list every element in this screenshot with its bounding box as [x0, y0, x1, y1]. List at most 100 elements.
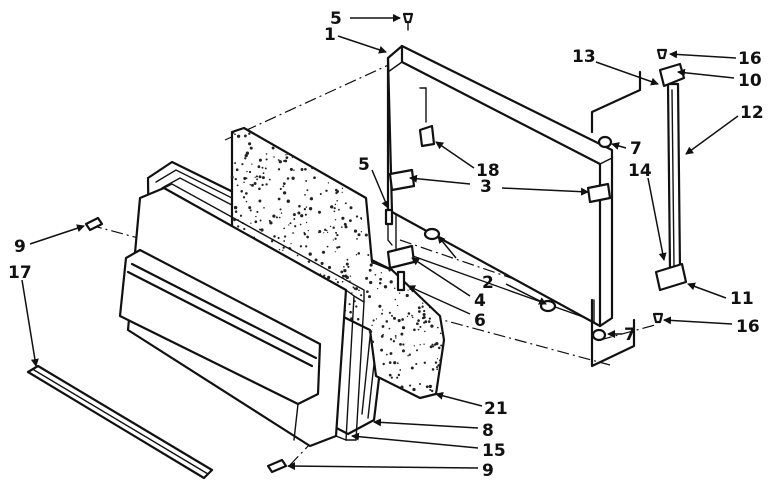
speck — [388, 373, 392, 377]
hinge-bracket-top-icon — [658, 62, 686, 88]
speck — [376, 287, 379, 290]
speck — [397, 319, 401, 323]
screw-icon — [402, 12, 414, 24]
speck — [381, 325, 385, 328]
speck — [429, 345, 433, 349]
speck — [393, 361, 397, 365]
speck — [250, 222, 252, 224]
speck — [303, 232, 307, 236]
speck — [381, 309, 384, 311]
speck — [273, 235, 276, 238]
speck — [342, 274, 345, 278]
speck — [251, 163, 253, 165]
speck — [428, 384, 432, 389]
speck — [401, 326, 406, 330]
speck — [419, 307, 421, 309]
speck — [380, 272, 383, 274]
speck — [230, 175, 234, 179]
speck — [388, 361, 392, 364]
speck — [336, 199, 339, 202]
speck — [289, 167, 293, 171]
speck — [234, 133, 236, 136]
callout-labels: 5 1 18 3 5 2 4 6 7 7 13 16 10 12 14 11 1… — [8, 9, 764, 481]
speck — [400, 332, 404, 336]
speck — [371, 261, 374, 265]
speck — [255, 215, 257, 218]
speck — [334, 219, 337, 221]
speck — [395, 337, 397, 339]
speck — [375, 318, 378, 320]
speck — [437, 364, 441, 367]
speck — [286, 152, 289, 155]
screw-icon-5 — [266, 458, 288, 474]
speck — [278, 160, 282, 164]
speck — [425, 385, 429, 389]
speck — [402, 349, 405, 353]
speck — [338, 245, 341, 249]
callout-1: 1 — [324, 25, 336, 45]
speck — [413, 328, 416, 332]
speck — [423, 361, 426, 364]
speck — [231, 171, 234, 173]
speck — [430, 324, 434, 328]
speck — [345, 275, 349, 280]
speck — [323, 232, 325, 234]
speck — [341, 280, 344, 283]
speck — [307, 229, 309, 232]
speck — [430, 389, 434, 393]
speck — [413, 345, 415, 347]
speck — [336, 281, 340, 284]
speck — [309, 197, 314, 201]
speck — [245, 151, 250, 155]
speck — [265, 158, 268, 161]
speck — [235, 168, 239, 172]
speck — [394, 298, 397, 301]
speck — [257, 165, 261, 169]
speck — [237, 225, 240, 228]
speck — [330, 205, 334, 209]
speck — [343, 222, 347, 226]
speck — [286, 177, 290, 180]
speck — [241, 163, 244, 166]
speck — [368, 330, 373, 334]
speck — [355, 305, 358, 308]
speck — [399, 343, 402, 346]
speck — [400, 385, 404, 389]
speck — [382, 333, 384, 336]
speck — [406, 315, 409, 318]
speck — [319, 192, 322, 196]
speck — [285, 154, 287, 156]
speck — [327, 182, 330, 184]
speck — [441, 350, 444, 353]
speck — [323, 274, 326, 277]
speck — [341, 191, 343, 193]
speck — [424, 320, 428, 324]
speck — [372, 319, 375, 322]
speck — [349, 275, 352, 277]
speck — [320, 261, 324, 265]
callout-21: 21 — [484, 399, 508, 419]
speck — [277, 168, 281, 171]
speck — [367, 295, 372, 299]
screw-icon-7 — [652, 312, 664, 324]
speck — [418, 382, 422, 386]
speck — [364, 233, 368, 237]
speck — [325, 189, 328, 192]
speck — [282, 249, 284, 251]
speck — [284, 192, 286, 195]
speck — [306, 235, 309, 239]
speck — [284, 159, 288, 163]
speck — [280, 212, 283, 214]
speck — [366, 290, 369, 294]
hinge-pin-top-icon — [597, 135, 613, 149]
speck — [360, 294, 363, 297]
speck — [326, 231, 329, 234]
speck — [418, 310, 421, 313]
speck — [249, 209, 252, 212]
callout-2: 2 — [482, 273, 494, 293]
callout-6: 6 — [474, 311, 486, 331]
speck — [248, 132, 251, 135]
speck — [251, 183, 254, 187]
speck — [234, 162, 237, 165]
